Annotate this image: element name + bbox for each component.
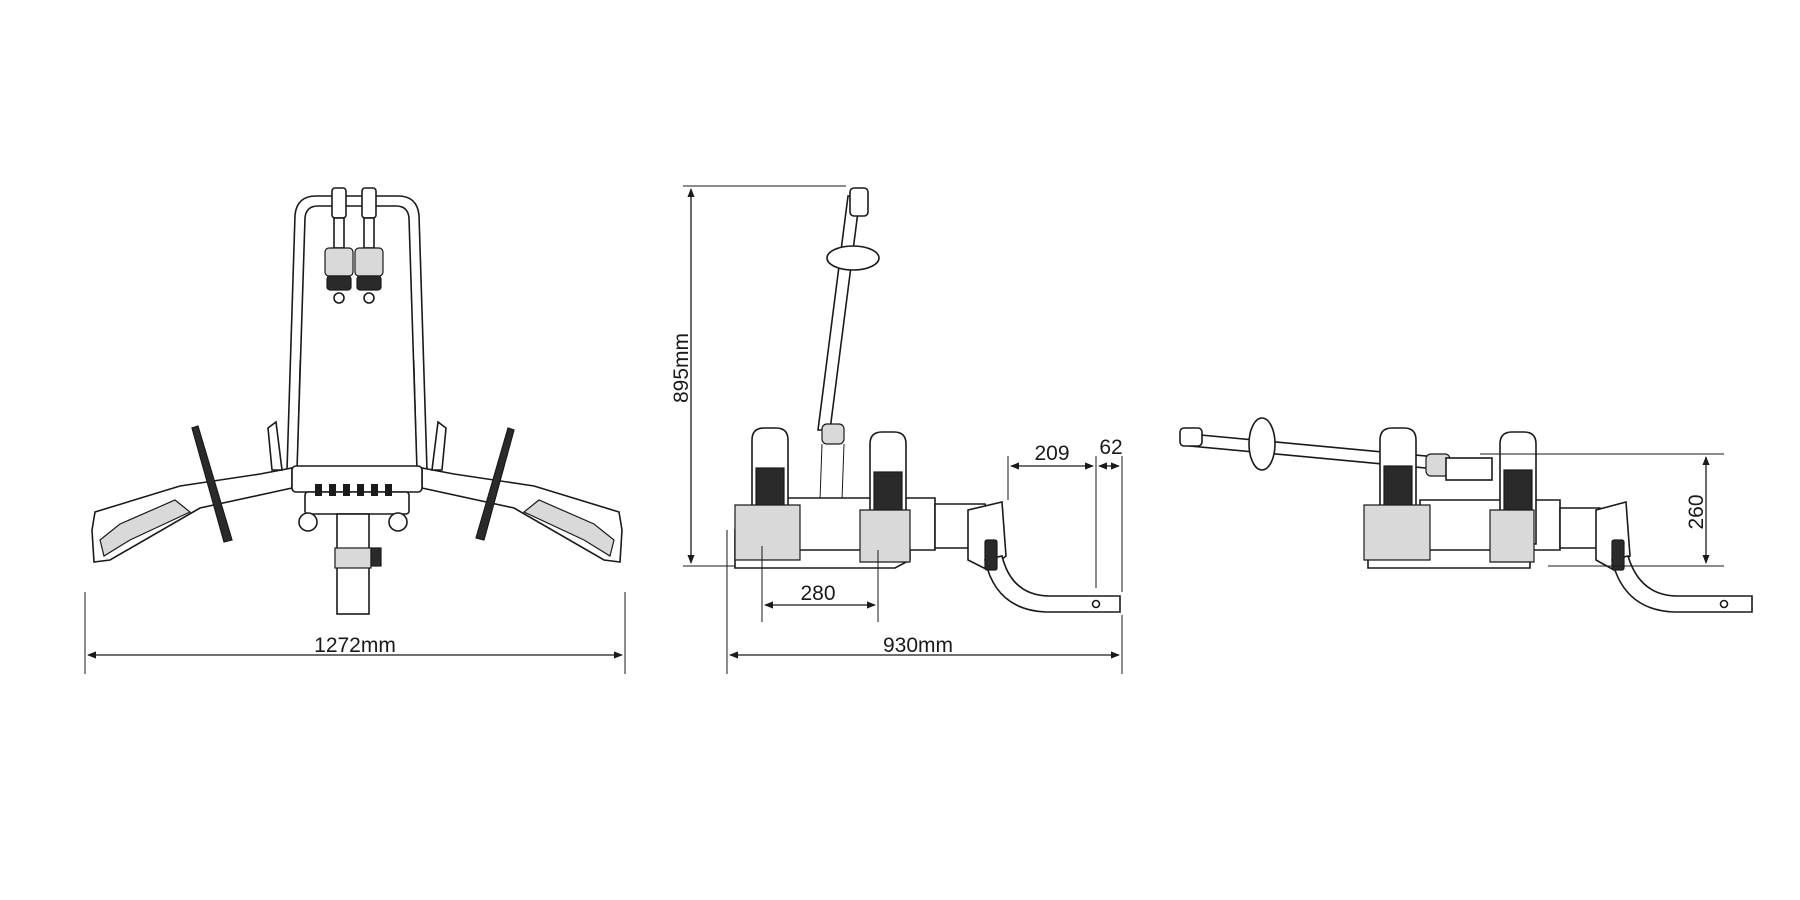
dim-tilt-height-label: 260 [1685,494,1708,529]
front-view [91,187,623,615]
frame-arm [817,195,861,431]
dim-hitch-offset-label: 209 [1034,442,1069,465]
tilted-view [1179,417,1753,613]
wheel-tray-left [91,467,293,563]
frame-clamp-right [354,187,384,304]
frame-clamp-left [324,187,354,304]
wheel-tray-right [421,467,623,563]
frame-clamp-ring [826,245,880,271]
dim-tilt-height: 260 [1480,453,1724,567]
tilted-clamp-ring [1248,417,1276,471]
wheel-cradle-front [859,431,911,563]
dim-hitch-pin-label: 62 [1099,436,1122,459]
wheel-strap-right [475,427,515,541]
dim-wheel-spacing: 280 [761,546,879,622]
tilted-cradle-front [1489,431,1537,563]
hitch-tube [984,555,1121,613]
dim-height: 895mm [670,185,846,567]
side-view [734,187,1121,613]
dim-width-label: 1272mm [314,634,396,657]
dim-width: 1272mm [84,592,626,674]
dim-wheel-spacing-label: 280 [800,582,835,605]
dim-length: 930mm [726,530,1123,674]
wheel-strap-left [191,425,233,543]
tilted-cradle-rear [1363,427,1431,561]
tilted-hitch-tube [1611,555,1753,613]
dim-height-label: 895mm [670,333,693,403]
wheel-cradle-rear [734,427,801,561]
dim-length-label: 930mm [883,634,953,657]
dim-hitch-offset: 209 62 [1007,436,1123,592]
